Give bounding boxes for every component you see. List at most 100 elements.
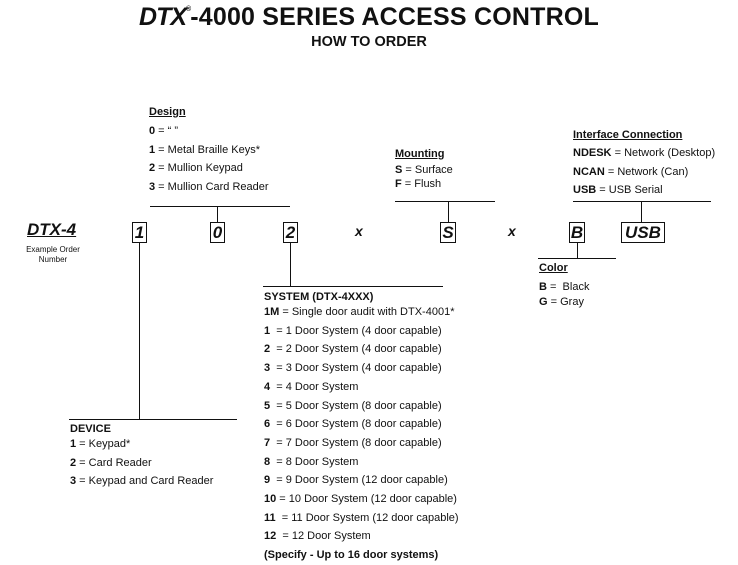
item-separator: = — [596, 184, 609, 197]
example-caption: Example Order Number — [26, 245, 80, 264]
item-separator: = — [76, 456, 89, 469]
list-item: 7 = 7 Door System (8 door capable) — [264, 434, 459, 453]
item-separator: = — [270, 474, 286, 487]
model-number: DTX-4 — [27, 220, 77, 239]
system-connector — [290, 243, 291, 287]
item-description: Network (Can) — [617, 165, 689, 178]
item-code: 1M — [264, 306, 280, 318]
item-code: 10 — [264, 493, 277, 506]
item-code: 1 — [70, 438, 77, 450]
item-separator: = — [276, 530, 292, 543]
item-description: Network (Desktop) — [624, 147, 716, 159]
item-description: 1 Door System (4 door capable) — [285, 324, 442, 337]
item-description: Mullion Keypad — [167, 162, 243, 175]
device-rule — [69, 419, 237, 420]
item-separator: = — [611, 147, 625, 159]
list-item: 1 = Keypad* — [70, 435, 213, 454]
item-separator: = — [604, 165, 618, 178]
item-description: Keypad and Card Reader — [88, 475, 214, 488]
item-description: 4 Door System — [285, 380, 359, 393]
item-description: USB Serial — [608, 184, 663, 197]
item-code: 3 — [149, 181, 156, 194]
item-code: 9 — [264, 474, 271, 487]
item-description: Metal Braille Keys* — [167, 143, 260, 156]
item-description: 10 Door System (12 door capable) — [288, 493, 457, 506]
interface-heading: Interface Connection — [573, 129, 683, 141]
item-code: 3 — [70, 475, 77, 488]
item-code: 7 — [264, 436, 271, 449]
page-title: DTX®-4000 SERIES ACCESS CONTROL — [139, 3, 599, 31]
item-separator: = — [155, 143, 168, 156]
item-separator: = — [279, 306, 292, 318]
list-item: 11 = 11 Door System (12 door capable) — [264, 509, 459, 528]
item-code: 5 — [264, 399, 271, 412]
item-description: Mullion Card Reader — [167, 181, 269, 194]
design-rule — [150, 206, 290, 207]
order-box-color: B — [569, 222, 585, 243]
list-item: 1M = Single door audit with DTX-4001* — [264, 303, 459, 322]
item-separator: = — [76, 438, 89, 450]
mounting-heading: Mounting — [395, 148, 445, 160]
item-description: 2 Door System (4 door capable) — [285, 343, 442, 356]
list-item: 10 = 10 Door System (12 door capable) — [264, 490, 459, 509]
color-heading: Color — [539, 262, 568, 274]
list-item: 3 = Keypad and Card Reader — [70, 472, 213, 491]
item-code: 12 — [264, 530, 277, 543]
item-separator: = — [155, 181, 168, 194]
item-code: USB — [573, 184, 597, 197]
item-description: 12 Door System — [291, 530, 371, 543]
list-item: 2 = Card Reader — [70, 454, 213, 473]
list-item: 9 = 9 Door System (12 door capable) — [264, 471, 459, 490]
item-code: 11 — [264, 511, 276, 524]
item-separator: = — [270, 380, 286, 393]
order-box-device: 1 — [132, 222, 147, 243]
item-description: Gray — [560, 295, 584, 308]
item-separator: = — [546, 281, 563, 293]
list-item: 0 = “ ” — [149, 122, 269, 141]
item-separator: = — [547, 295, 561, 308]
item-code: NDESK — [573, 147, 612, 159]
item-code: 8 — [264, 455, 271, 468]
item-description: “ ” — [167, 125, 179, 137]
design-connector — [217, 206, 218, 223]
item-code: 2 — [149, 162, 156, 175]
item-description: 11 Door System (12 door capable) — [291, 511, 459, 524]
list-item: 5 = 5 Door System (8 door capable) — [264, 397, 459, 416]
list-item: NCAN = Network (Can) — [573, 163, 715, 182]
device-heading: DEVICE — [70, 423, 111, 435]
system-heading: SYSTEM (DTX-4XXX) — [264, 291, 374, 303]
item-separator: = — [155, 125, 168, 137]
item-code: F — [395, 177, 402, 190]
item-code: 4 — [264, 380, 271, 393]
design-list: 0 = “ ”1 = Metal Braille Keys*2 = Mullio… — [149, 122, 269, 197]
item-separator: = — [155, 162, 168, 175]
item-code: NCAN — [573, 165, 605, 178]
brand-logo: DTX® — [139, 3, 191, 31]
list-item: USB = USB Serial — [573, 181, 715, 200]
item-separator: = — [270, 436, 286, 449]
list-item: 2 = Mullion Keypad — [149, 159, 269, 178]
item-code: 6 — [264, 418, 271, 431]
mounting-connector — [448, 201, 449, 222]
item-separator: = — [275, 511, 292, 524]
item-description: Black — [562, 281, 590, 293]
item-code: B — [539, 281, 547, 293]
color-rule — [538, 258, 616, 259]
item-separator: = — [270, 324, 286, 337]
list-item: B = Black — [539, 280, 589, 295]
order-box-interface: USB — [621, 222, 665, 243]
item-description: Single door audit with DTX-4001* — [291, 306, 455, 318]
order-box-mounting: S — [440, 222, 456, 243]
item-separator: = — [270, 343, 286, 356]
item-separator: = — [402, 164, 415, 176]
separator-x-2: x — [508, 223, 516, 239]
list-item: G = Gray — [539, 295, 589, 310]
list-item: 3 = 3 Door System (4 door capable) — [264, 359, 459, 378]
item-separator: = — [270, 399, 286, 412]
list-item: 1 = Metal Braille Keys* — [149, 141, 269, 160]
interface-rule — [573, 201, 711, 202]
system-rule — [263, 286, 443, 287]
item-description: 8 Door System — [285, 455, 359, 468]
